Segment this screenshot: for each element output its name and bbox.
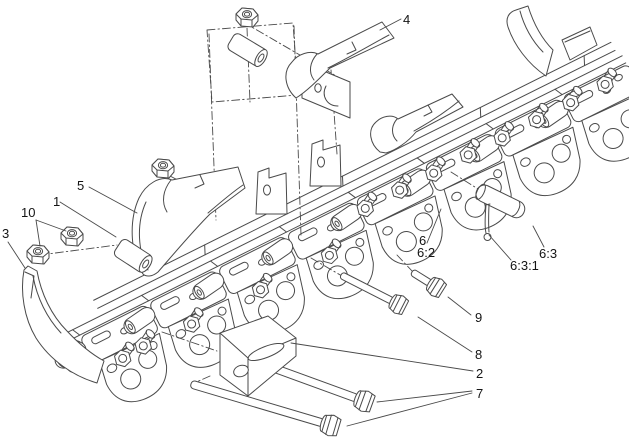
hex-nut-top: [235, 7, 259, 28]
leader-line-4: [379, 18, 402, 31]
callout-label-4: 4: [403, 12, 410, 27]
cup-tooth-4: [285, 21, 395, 99]
callout-label-6: 6: [419, 233, 426, 248]
hex-bolt-7a: [267, 362, 376, 413]
callout-label-8: 8: [475, 347, 482, 362]
leader-line-3: [7, 241, 26, 269]
leader-line-10: [35, 219, 67, 232]
callout-label-10: 10: [21, 205, 35, 220]
leader-line-1: [59, 201, 117, 238]
callout-label-9: 9: [475, 310, 482, 325]
leader-line-7: [376, 390, 473, 403]
leader-line-2: [290, 342, 474, 372]
wear-plate-2: [219, 315, 297, 397]
leader-line-6: [426, 208, 442, 244]
leader-line-6:3: [532, 225, 545, 248]
hex-nut-10a: [60, 226, 84, 247]
callout-label-5: 5: [77, 178, 84, 193]
spacer-tube-top: [227, 33, 268, 67]
callout-label-3: 3: [2, 226, 9, 241]
hex-nut-5: [151, 158, 175, 179]
side-cutter-tooth-right: [506, 5, 598, 77]
teeth-row: [255, 5, 598, 215]
callout-label-1: 1: [53, 194, 60, 209]
callout-label-6:3: 6:3: [539, 246, 557, 261]
leader-line-5: [88, 186, 138, 214]
callout-label-6:2: 6:2: [417, 245, 435, 260]
mount-lug: [255, 167, 288, 215]
far-side-links: [93, 41, 616, 309]
leader-line-10: [35, 219, 41, 247]
leader-line-6:3:1: [488, 234, 512, 261]
hex-bolt-7b: [190, 380, 342, 437]
hex-bolt-9: [410, 269, 448, 299]
callout-label-7: 7: [476, 386, 483, 401]
clevis-pin: [475, 183, 526, 219]
callout-label-2: 2: [476, 366, 483, 381]
side-cutter-tooth-left: [22, 265, 105, 384]
cup-tooth-5: [131, 166, 246, 277]
leader-line-7: [346, 392, 473, 427]
cup-tooth-attached: [370, 93, 464, 154]
hex-nut-10b: [26, 244, 50, 265]
exploded-parts: [26, 7, 526, 437]
leader-line-9: [447, 296, 472, 316]
leader-line-8: [417, 316, 473, 353]
spacer-tube-1: [113, 239, 153, 273]
callout-layer: 4 5 1 10 3 66:2 6:36:3:1 9 8 2 7: [2, 12, 557, 427]
hex-bolt-8: [339, 272, 410, 315]
callout-label-6:3:1: 6:3:1: [510, 258, 539, 273]
